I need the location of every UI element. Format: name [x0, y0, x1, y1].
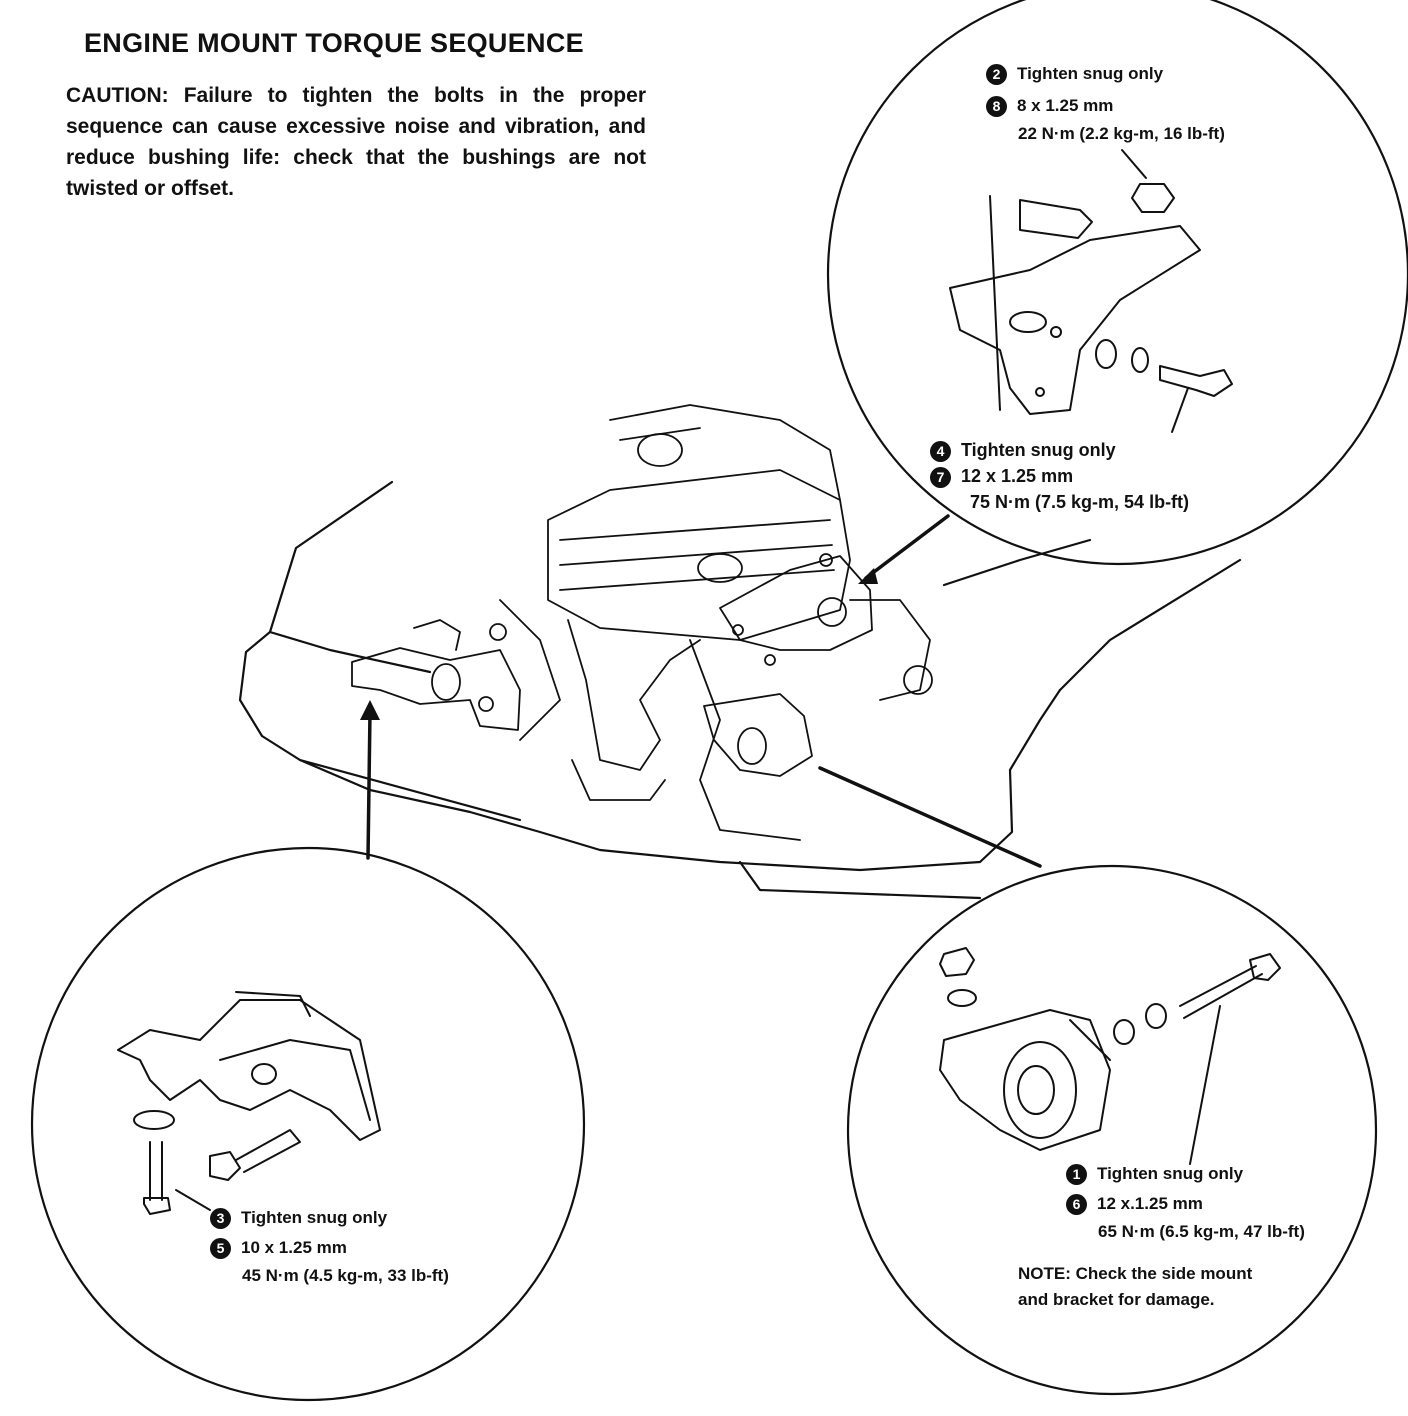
callout-br-row-2: 6 12 x.1.25 mm — [1066, 1194, 1203, 1216]
callout-br-row-1: 1 Tighten snug only — [1066, 1164, 1244, 1186]
callout-bl-torque: 45 N·m (4.5 kg-m, 33 lb-ft) — [242, 1266, 449, 1285]
step-badge: 7 — [930, 466, 951, 488]
detail-circle-bottom-left — [30, 846, 586, 1402]
callout-text: 10 x 1.25 mm — [241, 1238, 347, 1257]
rear-mount-detail — [939, 947, 1281, 1165]
step-badge: 4 — [930, 440, 951, 462]
callout-br-torque: 65 N·m (6.5 kg-m, 47 lb-ft) — [1098, 1222, 1305, 1241]
step-badge: 2 — [986, 64, 1007, 86]
callout-text: Tighten snug only — [241, 1208, 388, 1227]
step-badge: 3 — [210, 1208, 231, 1230]
callout-tr-row-1: 2 Tighten snug only — [986, 64, 1164, 86]
left-mount-detail — [117, 991, 381, 1215]
callout-tr-row-2: 8 8 x 1.25 mm — [986, 96, 1114, 118]
caution-text: CAUTION: Failure to tighten the bolts in… — [66, 84, 646, 200]
callout-text: Tighten snug only — [1097, 1164, 1244, 1183]
callout-tr-row-3: 4 Tighten snug only — [930, 440, 1116, 462]
detail-circle-bottom-right — [846, 864, 1378, 1396]
callout-tr-torque-2: 75 N·m (7.5 kg-m, 54 lb-ft) — [970, 492, 1190, 512]
callout-text: 8 x 1.25 mm — [1017, 96, 1114, 115]
car-body — [238, 480, 1242, 900]
callout-br-note-2: and bracket for damage. — [1018, 1290, 1215, 1309]
leader-arrows — [366, 514, 1042, 868]
step-badge: 5 — [210, 1238, 231, 1260]
engine-block — [489, 404, 933, 841]
callout-bl-row-1: 3 Tighten snug only — [210, 1208, 388, 1230]
callout-tr-torque: 22 N·m (2.2 kg-m, 16 lb-ft) — [1018, 124, 1225, 143]
callout-text: Tighten snug only — [961, 440, 1116, 460]
callout-text: Tighten snug only — [1017, 64, 1164, 83]
page-title: ENGINE MOUNT TORQUE SEQUENCE — [84, 28, 584, 58]
callout-bl-row-2: 5 10 x 1.25 mm — [210, 1238, 347, 1260]
callout-br-note-1: NOTE: Check the side mount — [1018, 1264, 1253, 1283]
detail-circle-top-right — [826, 0, 1408, 566]
step-badge: 6 — [1066, 1194, 1087, 1216]
callout-text: 12 x.1.25 mm — [1097, 1194, 1203, 1213]
rear-mount-small — [703, 693, 813, 777]
left-mount-small — [351, 619, 521, 731]
step-badge: 1 — [1066, 1164, 1087, 1186]
step-badge: 8 — [986, 96, 1007, 118]
callout-tr-row-4: 7 12 x 1.25 mm — [930, 466, 1073, 488]
callout-text: 12 x 1.25 mm — [961, 466, 1074, 486]
right-mount-small — [719, 553, 873, 666]
upper-mount-bracket — [949, 149, 1233, 433]
